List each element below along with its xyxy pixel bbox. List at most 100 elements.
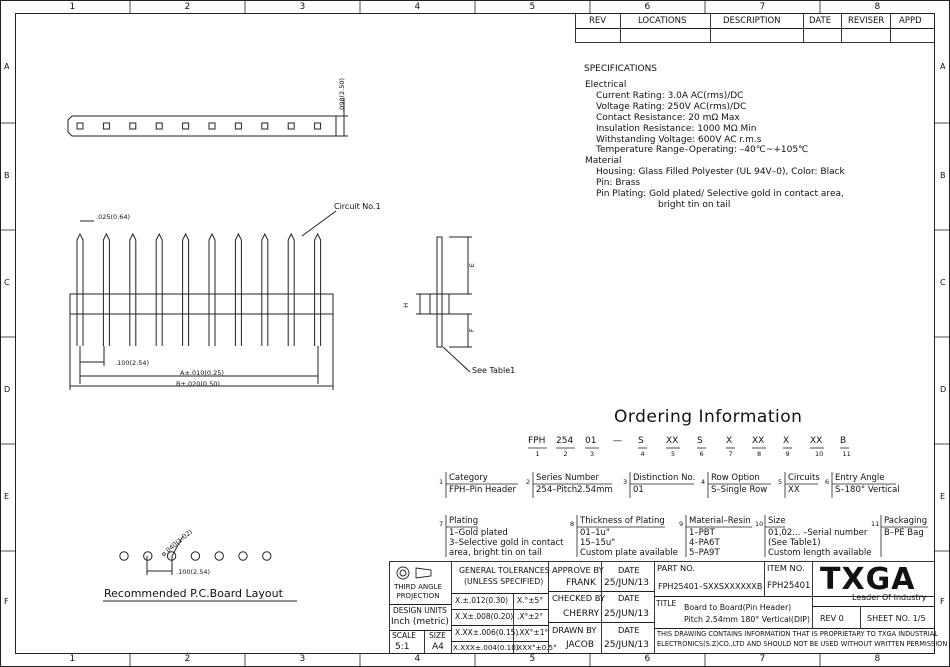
logo-slogan: Leader Of Industry [852, 593, 927, 602]
ordering-cat-line: FPH–Pin Header [449, 485, 516, 495]
size-value: A4 [432, 642, 444, 652]
drawn-label: DRAWN BY [552, 625, 597, 635]
ordering-code-0: FPH [528, 436, 546, 446]
date-value-3: 25/JUN/13 [604, 640, 649, 650]
zone-row-right: F [940, 596, 945, 606]
top-view-strip [67, 98, 348, 137]
zone-col-bottom: 5 [529, 654, 536, 664]
rev-value: REV 0 [820, 614, 844, 623]
pcb-pitch: .100(2.54) [176, 568, 211, 576]
zone-row-left: D [4, 384, 11, 394]
date-value-1: 25/JUN/13 [604, 578, 649, 588]
item-no-label: ITEM NO. [767, 563, 805, 573]
projection-line-1: THIRD ANGLE [394, 583, 442, 591]
ordering-cat-head: Size [768, 516, 786, 526]
pcb-hole [262, 551, 272, 561]
checked-name: CHERRY [563, 609, 600, 619]
size-label: SIZE [429, 631, 446, 640]
item-no-value: FPH25401 [767, 581, 811, 591]
title-block-grid [389, 561, 935, 654]
pcb-hole [143, 551, 153, 561]
pcb-hole [119, 551, 129, 561]
scale-value: 5:1 [395, 642, 410, 652]
dim-a: A±.010(0.25) [180, 369, 224, 377]
front-view [69, 210, 337, 390]
tolerances-head-1: GENERAL TOLERANCES [459, 566, 550, 575]
top-contact-square [182, 122, 190, 130]
reviser-header: REVISER [848, 16, 885, 26]
top-contact-square [102, 122, 110, 130]
side-dim-e: E [467, 263, 476, 268]
approve-label: APPROVE BY [552, 565, 604, 575]
disclaimer-line-2: ELECTRONICS(S.Z)CO.,LTD AND SHOULD NOT B… [657, 640, 948, 648]
ordering-cat-line: 15–15u" [580, 538, 616, 548]
tol-angle-1: .X°±2° [517, 612, 544, 621]
ordering-cat-num: 7 [439, 520, 444, 528]
zone-col-top: 2 [184, 2, 191, 12]
ordering-code-6: S [697, 436, 703, 446]
ordering-code-9: X [783, 436, 790, 446]
part-no-value: FPH25401–SXXSXXXXXXB [658, 582, 763, 591]
ordering-cat-head: Category [449, 473, 488, 483]
dim-pitch: .100(2.54) [115, 359, 150, 367]
ordering-code-7: X [726, 436, 733, 446]
spec-temperature: Temperature Range–Operating: –40℃~+105℃ [596, 145, 809, 155]
top-contact-square [314, 122, 322, 130]
zone-row-right: E [940, 491, 946, 501]
ordering-cat-line: area, bright tin on tail [449, 548, 542, 558]
ordering-index-6: 6 [699, 450, 704, 458]
tol-linear-1: X.X±.008(0.20) [455, 612, 514, 621]
ordering-cat-num: 9 [679, 520, 684, 528]
ordering-cat-line: Custom length available [768, 548, 872, 558]
zone-col-bottom: 6 [644, 654, 651, 664]
ordering-cat-line: 01–1u" [580, 528, 610, 538]
appd-header: APPD [899, 16, 922, 26]
ordering-cat-line: XX [788, 485, 800, 495]
spec-pin: Pin: Brass [596, 178, 641, 188]
ordering-boxes [445, 472, 928, 557]
ordering-code-2: 01 [585, 436, 597, 446]
ordering-cat-line: S–180° Vertical [835, 485, 900, 495]
ordering-index-5: 5 [671, 450, 676, 458]
ordering-cat-num: 11 [871, 520, 880, 528]
ordering-cat-num: 10 [755, 520, 764, 528]
approve-name: FRANK [566, 578, 596, 588]
ordering-index-2: 2 [563, 450, 568, 458]
disclaimer-line-1: THIS DRAWING CONTAINS INFORMATION THAT I… [657, 630, 938, 638]
ordering-cat-line: 1–PBT [689, 528, 715, 538]
ordering-cat-line: B–PE Bag [884, 528, 924, 538]
ordering-cat-line: S–Single Row [711, 485, 768, 495]
top-contact-square [76, 122, 84, 130]
zone-row-left: E [4, 491, 10, 501]
ordering-index-11: 11 [842, 450, 851, 458]
spec-current: Current Rating: 3.0A AC(rms)/DC [596, 91, 744, 101]
spec-contact-resistance: Contact Resistance: 20 mΩ Max [596, 113, 740, 123]
ordering-cat-num: 6 [825, 478, 830, 486]
ordering-code-5: XX [666, 436, 679, 446]
ordering-cat-head: Distinction No. [633, 473, 696, 483]
txga-logo: TXGA [820, 562, 916, 597]
ordering-index-1: 1 [535, 450, 540, 458]
zone-col-top: 7 [759, 2, 766, 12]
zone-col-bottom: 1 [69, 654, 76, 664]
front-pin [287, 232, 295, 346]
ordering-cat-num: 1 [439, 478, 444, 486]
zone-col-bottom: 8 [874, 654, 881, 664]
ordering-index-8: 8 [757, 450, 762, 458]
spec-insulation: Insulation Resistance: 1000 MΩ Min [596, 124, 757, 134]
projection-line-2: PROJECTION [396, 592, 440, 600]
date-label-3: DATE [618, 625, 640, 635]
spec-withstanding: Withstanding Voltage: 600V AC r.m.s [596, 135, 762, 145]
tol-angle-3: .XXX°±0.5° [515, 643, 557, 652]
ordering-cat-head: Plating [449, 516, 479, 526]
ordering-cat-num: 5 [778, 478, 783, 486]
dim-b: B±.020(0.50) [176, 380, 220, 388]
description-header: DESCRIPTION [723, 16, 781, 26]
date-label-2: DATE [618, 593, 640, 603]
zone-row-left: A [4, 62, 10, 71]
front-pin [314, 232, 322, 346]
tol-linear-3: X.XXX±.004(0.10) [453, 643, 519, 652]
ordering-cat-line: Custom plate available [580, 548, 678, 558]
ordering-code-4: S [638, 436, 644, 446]
front-pin [182, 232, 190, 346]
